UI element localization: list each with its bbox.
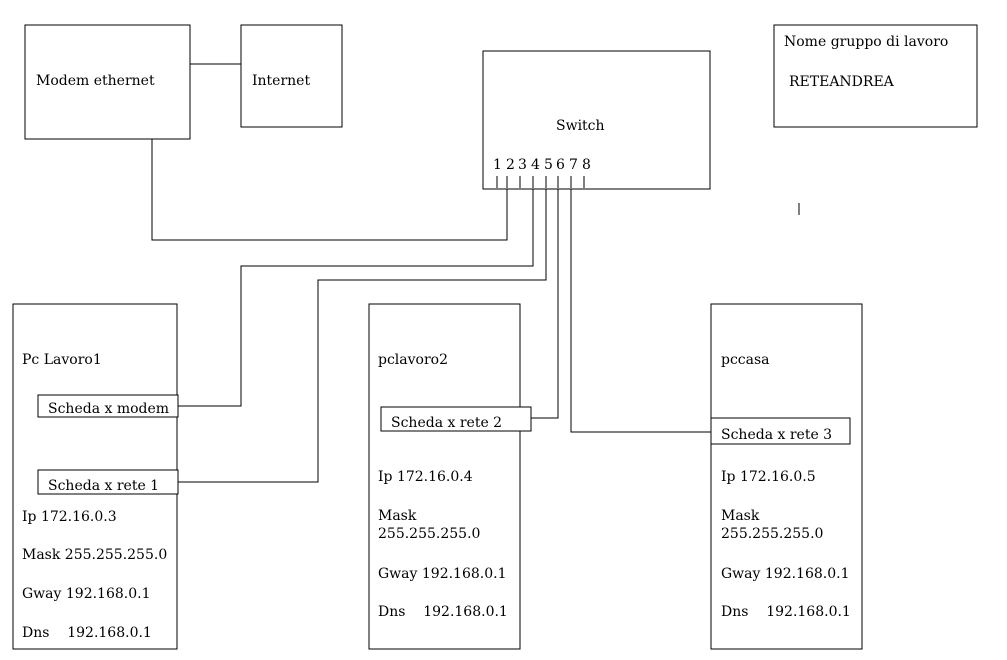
switch-port-6: 6: [556, 157, 565, 173]
switch-port-3: 3: [518, 157, 527, 173]
workgroup-box: Nome gruppo di lavoro RETEANDREA: [773, 24, 978, 128]
card-label: Scheda x rete 1: [48, 478, 159, 494]
switch-port-ticks: [496, 176, 585, 188]
switch-ports: 1 2 3 4 5 6 7 8: [493, 157, 591, 173]
wire-pc2-card-port6: [531, 176, 559, 419]
pc-casa: pccasa Scheda x rete 3 Ip 172.16.0.5 Mas…: [710, 303, 863, 650]
ip-address: Ip 172.16.0.3: [22, 509, 117, 525]
switch-port-2: 2: [506, 157, 515, 173]
pc-name: pclavoro2: [378, 352, 448, 368]
workgroup-title: Nome gruppo di lavoro: [784, 34, 948, 50]
ip-address: Ip 172.16.0.4: [378, 469, 473, 485]
switch-label: Switch: [556, 118, 605, 134]
network-card-3: Scheda x rete 3: [710, 417, 851, 445]
switch-port-4: 4: [531, 157, 540, 173]
card-label: Scheda x rete 2: [391, 415, 502, 431]
pc-name: Pc Lavoro1: [22, 352, 102, 368]
wire-pc3-card-port7: [570, 176, 711, 433]
pc-lavoro1: Pc Lavoro1 Scheda x modem Scheda x rete …: [12, 303, 179, 650]
wire-pc1-modem-card-port4: [178, 176, 534, 407]
subnet-mask-label: Mask: [721, 508, 760, 524]
wire-modem-switch-port2: [151, 139, 508, 241]
pc-name: pccasa: [721, 352, 770, 368]
modem-card: Scheda x modem: [37, 394, 179, 418]
network-card-2: Scheda x rete 2: [380, 406, 532, 432]
card-label: Scheda x rete 3: [721, 427, 832, 443]
dns: Dns 192.168.0.1: [378, 604, 508, 620]
subnet-mask-label: Mask: [378, 508, 417, 524]
card-label: Scheda x modem: [48, 401, 169, 417]
wire-pc1-net-card-port5: [178, 176, 547, 483]
modem-box: Modem ethernet: [24, 24, 191, 140]
subnet-mask: Mask 255.255.255.0: [22, 547, 167, 563]
switch-port-1: 1: [493, 157, 502, 173]
switch-port-8: 8: [582, 157, 591, 173]
switch-box: Switch 1 2 3 4 5 6 7 8: [482, 50, 711, 190]
gateway: Gway 192.168.0.1: [378, 566, 506, 582]
gateway: Gway 192.168.0.1: [22, 586, 150, 602]
ip-address: Ip 172.16.0.5: [721, 469, 816, 485]
modem-label: Modem ethernet: [36, 73, 155, 89]
subnet-mask-value: 255.255.255.0: [721, 526, 823, 542]
workgroup-name: RETEANDREA: [789, 74, 895, 90]
switch-port-7: 7: [569, 157, 578, 173]
gateway: Gway 192.168.0.1: [721, 566, 849, 582]
dns: Dns 192.168.0.1: [721, 604, 851, 620]
wires: [151, 63, 800, 483]
dns: Dns 192.168.0.1: [22, 625, 152, 641]
internet-box: Internet: [240, 24, 343, 128]
internet-label: Internet: [252, 73, 310, 89]
subnet-mask-value: 255.255.255.0: [378, 526, 480, 542]
switch-port-5: 5: [544, 157, 553, 173]
network-card-1: Scheda x rete 1: [37, 469, 179, 495]
pc-lavoro2: pclavoro2 Scheda x rete 2 Ip 172.16.0.4 …: [368, 303, 532, 650]
